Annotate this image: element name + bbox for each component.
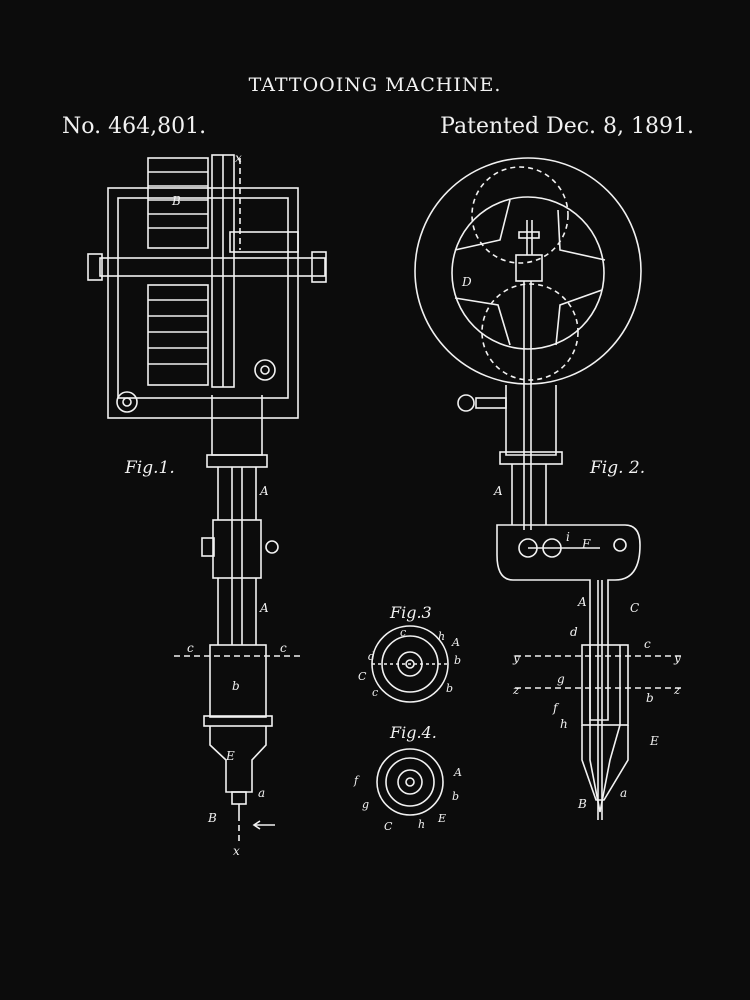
fig2-label-g: g <box>557 672 565 686</box>
fig4-label-C: C <box>384 820 393 833</box>
fig2-label-z-left: z <box>512 683 520 697</box>
fig1-label-B: B <box>171 194 181 208</box>
fig3-label-b-top: b <box>454 654 461 667</box>
fig2-label-A1: A <box>493 484 503 498</box>
fig3-label-A: A <box>451 636 460 649</box>
fig2-label-a: a <box>620 786 627 800</box>
fig3-section <box>371 625 449 703</box>
fig2-label-E: E <box>649 734 659 748</box>
fig1-label-c-right: c <box>280 641 287 655</box>
fig1-labels: B x A A c c b E a B x <box>171 151 287 858</box>
fig3-label-h: h <box>438 630 445 643</box>
fig2-label-z-right: z <box>673 683 681 697</box>
fig2-label-y-left: y <box>512 651 520 665</box>
fig2-label-f: f <box>552 701 560 715</box>
fig3-label-C: C <box>358 670 367 683</box>
fig1-label-x-bottom: x <box>233 844 240 858</box>
fig2-caption: Fig. 2. <box>589 458 645 478</box>
fig1-machine <box>87 154 327 845</box>
fig2-label-F: F <box>581 537 591 551</box>
patent-date: Patented Dec. 8, 1891. <box>440 114 694 139</box>
fig1-label-x-top: x <box>235 151 242 165</box>
fig4-label-h: h <box>418 818 425 831</box>
fig4-label-E: E <box>437 812 446 825</box>
fig1-label-a: a <box>258 786 265 800</box>
fig2-label-D: D <box>461 275 472 289</box>
fig1-label-A1: A <box>259 484 269 498</box>
drawing-title: TATTOOING MACHINE. <box>248 74 502 96</box>
fig3-caption: Fig.3 <box>389 603 432 622</box>
fig4-labels: f A g b C h E <box>353 766 462 833</box>
fig1-label-b: b <box>232 679 240 693</box>
fig4-label-b: b <box>452 790 459 803</box>
fig4-caption: Fig.4. <box>389 723 437 742</box>
fig2-label-c: c <box>644 637 651 651</box>
fig1-label-A2: A <box>259 601 269 615</box>
fig4-label-A: A <box>453 766 462 779</box>
fig4-label-g: g <box>362 798 369 811</box>
fig2-label-h: h <box>560 717 568 731</box>
fig1-label-E: E <box>225 749 235 763</box>
fig3-label-b: b <box>446 682 453 695</box>
fig1-label-c-left: c <box>187 641 194 655</box>
fig2-label-d: d <box>570 625 578 639</box>
fig2-label-y-right: y <box>673 651 681 665</box>
fig2-label-A2: A <box>577 595 587 609</box>
fig2-label-i: i <box>566 530 570 544</box>
fig3-label-c-bottom: c <box>372 686 378 699</box>
fig2-labels: D A i F A C d c y y z z g f b h E B a <box>461 275 681 811</box>
patent-number: No. 464,801. <box>62 114 207 139</box>
fig2-machine <box>414 157 682 820</box>
fig3-label-d: d <box>368 650 375 663</box>
fig2-label-B: B <box>577 797 587 811</box>
fig1-caption: Fig.1. <box>124 458 175 478</box>
fig2-label-b: b <box>646 691 654 705</box>
fig4-section <box>376 748 444 816</box>
fig4-label-f: f <box>353 774 360 787</box>
fig3-labels: c h A d b C b c <box>358 626 461 699</box>
fig1-label-B-bottom: B <box>207 811 217 825</box>
fig2-label-C: C <box>630 601 639 615</box>
fig3-label-c: c <box>400 626 406 639</box>
